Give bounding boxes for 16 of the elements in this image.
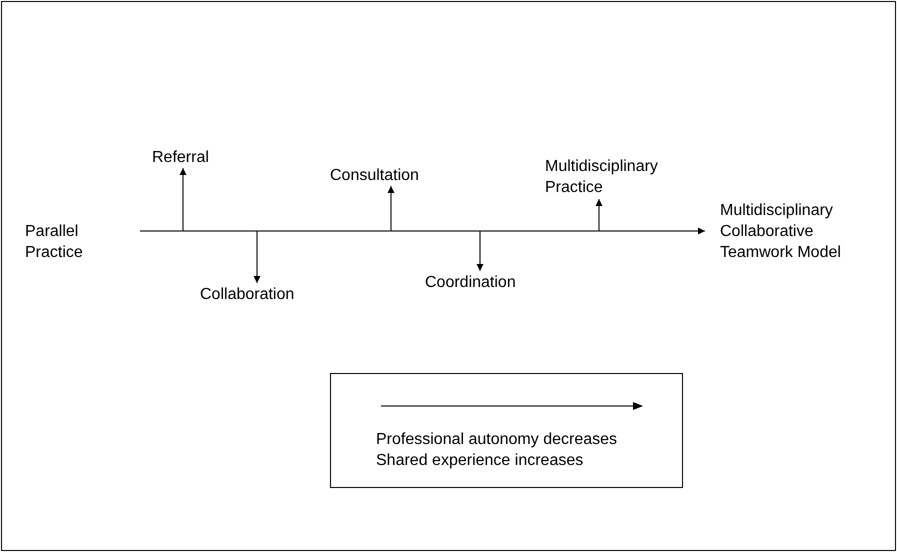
- stage-label: Multidisciplinary Practice: [545, 155, 695, 199]
- stage-label: Coordination: [425, 271, 550, 293]
- stage-label: Parallel Practice: [25, 220, 140, 264]
- arrow: [596, 198, 602, 232]
- stage-label: Multidisciplinary Collaborative Teamwork Model: [705, 198, 885, 264]
- arrow: [476, 230, 484, 272]
- stage-label: Consultation: [330, 164, 450, 186]
- arrow: [254, 230, 260, 284]
- arrow: [140, 228, 706, 234]
- arrow: [388, 186, 394, 232]
- legend-text: Shared experience increases: [376, 451, 584, 471]
- legend-box: [330, 373, 683, 488]
- stage-label: Referral: [152, 146, 232, 168]
- legend-text: Professional autonomy decreases: [376, 430, 618, 450]
- arrow: [180, 168, 186, 232]
- stage-label: Collaboration: [200, 283, 330, 305]
